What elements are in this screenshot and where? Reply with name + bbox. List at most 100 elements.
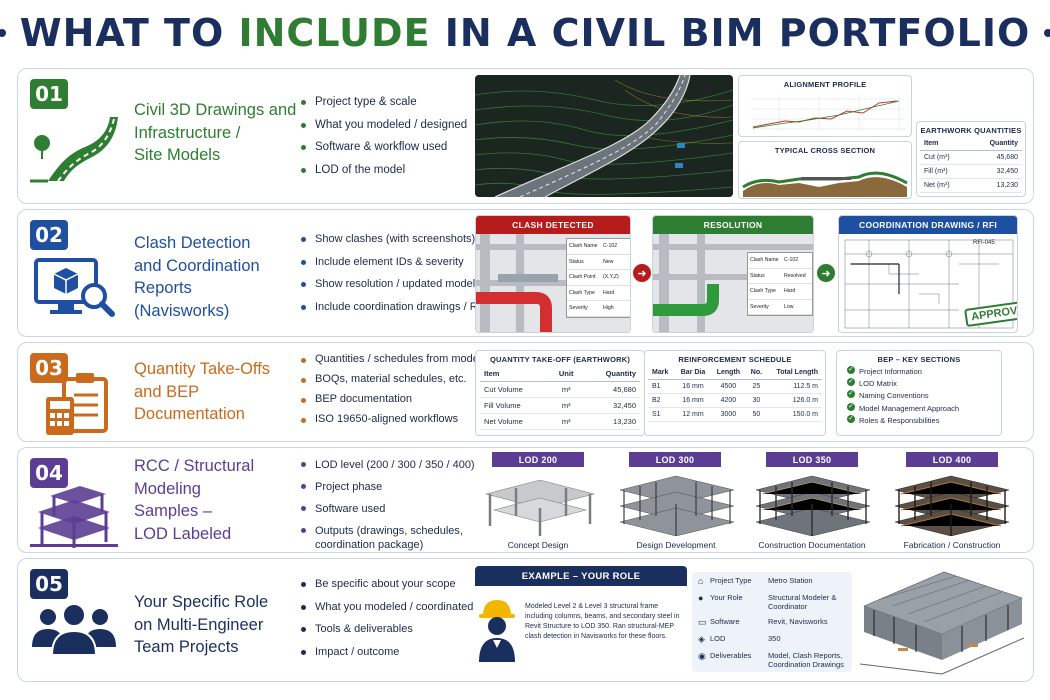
- cell: 126.0 m: [767, 393, 822, 408]
- row-quantity-takeoffs: 03 Quantity Take-Offs and BEP Documentat…: [17, 342, 1034, 442]
- bullet-item: ISO 19650-aligned workflows: [301, 409, 481, 429]
- info-key: Status: [750, 272, 765, 279]
- cell: 13,230: [969, 178, 1022, 193]
- cell: m³: [549, 413, 583, 430]
- info-value: Low: [784, 303, 794, 310]
- laptop-icon: ▭: [698, 617, 707, 627]
- info-key: Clash Name: [569, 243, 598, 250]
- column-header: Quantity: [582, 366, 640, 382]
- bullet-list: Be specific about your scope What you mo…: [301, 573, 481, 663]
- row-title: Your Specific Role on Multi-Engineer Tea…: [134, 591, 299, 659]
- info-value: High: [603, 305, 614, 312]
- cross-section-graph: [742, 171, 908, 197]
- bullet-item: BEP documentation: [301, 389, 481, 409]
- role-key: Deliverables: [710, 651, 752, 660]
- title-divider-left: [0, 29, 5, 37]
- cell: Cut Volume: [480, 381, 550, 398]
- cell: 150.0 m: [767, 407, 822, 422]
- info-key: Severity: [569, 305, 588, 312]
- title-line: Reports: [134, 279, 192, 297]
- table-row: Net (m³)13,230: [920, 178, 1022, 193]
- cell: m³: [549, 381, 583, 398]
- info-key: Clash Type: [569, 289, 595, 296]
- info-value: New: [603, 258, 614, 265]
- cell: 112.5 m: [767, 379, 822, 394]
- cell: Cut (m³): [920, 150, 970, 165]
- cell: 4200: [711, 393, 746, 408]
- title-line: Documentation: [134, 405, 245, 423]
- cell: 16 mm: [674, 393, 712, 408]
- column-header: Mark: [648, 366, 675, 380]
- title-line: and BEP: [134, 382, 200, 401]
- cell: 30: [745, 393, 768, 408]
- role-value: 350: [768, 634, 781, 643]
- coordination-drawing-panel: COORDINATION DRAWING / RFI RFI-045 APPRO…: [838, 215, 1018, 333]
- info-key: Clash Point: [569, 274, 596, 281]
- column-header: Length: [711, 366, 746, 380]
- building-icon: ⌂: [698, 576, 704, 586]
- row-specific-role: 05 Your Specific Role on Multi-Engineer …: [17, 558, 1034, 682]
- column-header: Total Length: [767, 366, 822, 380]
- lod-caption: Fabrication / Construction: [903, 540, 1001, 550]
- title-line: Site Models: [134, 146, 221, 164]
- row-title: RCC / Structural Modeling Samples – LOD …: [134, 455, 299, 545]
- lod-200-model: [484, 479, 596, 536]
- cross-section-panel: TYPICAL CROSS SECTION: [738, 141, 912, 199]
- lod-label: LOD 350: [766, 452, 858, 467]
- title-line: Samples –: [134, 502, 212, 520]
- row-structural-modeling: 04 RCC / Structural Modeling Samples – L…: [17, 447, 1034, 553]
- title-line: LOD Labeled: [134, 524, 232, 543]
- cell: B2: [648, 393, 675, 408]
- lod-caption: Concept Design: [507, 540, 569, 550]
- column-header: Item: [480, 366, 550, 382]
- panel-header: CLASH DETECTED: [476, 216, 630, 234]
- row-title: Civil 3D Drawings and Infrastructure / S…: [134, 99, 299, 167]
- cell: 32,450: [969, 164, 1022, 179]
- lod-label: LOD 300: [629, 452, 721, 467]
- title-line: Modeling: [134, 479, 201, 498]
- bullet-item: Software used: [301, 502, 476, 516]
- panel-title: BEP – KEY SECTIONS: [877, 355, 961, 364]
- bullet-item: LOD level (200 / 300 / 350 / 400): [301, 458, 476, 472]
- panel-title: REINFORCEMENT SCHEDULE: [678, 355, 792, 364]
- panel-header: RESOLUTION: [653, 216, 813, 234]
- arrow-right-icon: ➜: [633, 264, 651, 282]
- bullet-item: Impact / outcome: [301, 641, 481, 664]
- bullet-item: Outputs (drawings, schedules, coordinati…: [301, 524, 476, 552]
- metro-station-model-image: [858, 564, 1026, 678]
- info-key: Status: [569, 258, 584, 265]
- title-line: Clash Detection: [134, 234, 251, 252]
- bullet-item: What you modeled / designed: [301, 114, 481, 137]
- column-header: Item: [920, 137, 970, 151]
- bullet-item: Include element IDs & severity: [301, 251, 481, 274]
- panel-title: QUANTITY TAKE-OFF (EARTHWORK): [489, 355, 631, 364]
- bep-item: Project Information: [847, 366, 1001, 378]
- info-row: Severity High: [567, 301, 630, 317]
- lod-caption: Design Development: [636, 540, 716, 550]
- title-line: Civil 3D Drawings and: [134, 101, 297, 119]
- title-part-3: IN A CIVIL BIM PORTFOLIO: [430, 11, 1031, 55]
- bullet-item: Include coordination drawings / RFIs: [301, 296, 493, 319]
- bullet-item: LOD of the model: [301, 159, 481, 182]
- bullet-item: Be specific about your scope: [301, 573, 481, 596]
- profile-graph: [751, 95, 905, 131]
- cell: Fill (m³): [920, 164, 970, 179]
- rfi-label: RFI-045: [973, 240, 995, 246]
- title-line: Your Specific Role: [134, 593, 269, 611]
- row-number: 04: [30, 458, 68, 488]
- info-value: C-102: [784, 257, 799, 264]
- layers-icon: ◈: [698, 634, 705, 644]
- example-role-panel: EXAMPLE – YOUR ROLE Modeled Level 2 & Le…: [475, 566, 687, 676]
- title-row: WHAT TO INCLUDE IN A CIVIL BIM PORTFOLIO: [0, 8, 1050, 58]
- bep-item: Roles & Responsibilities: [847, 414, 1001, 427]
- title-part-1: WHAT TO: [19, 11, 239, 55]
- bullet-item: Project phase: [301, 480, 476, 494]
